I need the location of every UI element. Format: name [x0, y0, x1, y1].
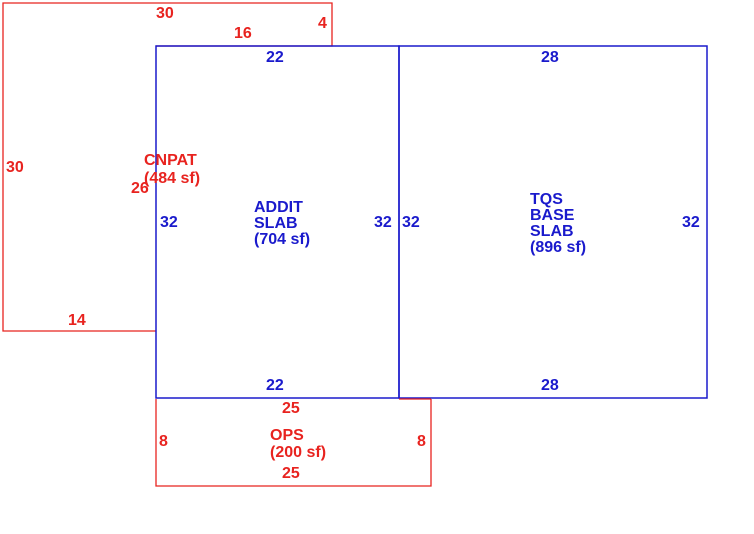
tqs-dim-left: 32: [402, 214, 420, 231]
tqs-dim-right: 32: [682, 214, 700, 231]
addit-dim-top: 22: [266, 49, 284, 66]
addit-size: (704 sf): [254, 231, 311, 248]
ops-dim-top: 25: [282, 400, 300, 417]
ops-name: OPS: [270, 427, 304, 444]
ops-outline: [155, 399, 432, 487]
tqs-line1: TQS: [530, 191, 563, 208]
tqs-base-slab-outline: [398, 45, 708, 399]
addit-dim-bottom: 22: [266, 377, 284, 394]
tqs-area-label: TQS BASE SLAB (896 sf): [530, 192, 586, 256]
cnpat-dim-bottom: 14: [68, 312, 86, 329]
tqs-size: (896 sf): [530, 239, 587, 256]
tqs-line3: SLAB: [530, 223, 574, 240]
cnpat-dim-top-inner: 16: [234, 25, 252, 42]
addit-dim-left: 32: [160, 214, 178, 231]
addit-line1: ADDIT: [254, 199, 303, 216]
cnpat-name: CNPAT: [144, 152, 197, 169]
tqs-dim-top: 28: [541, 49, 559, 66]
ops-area-label: OPS (200 sf): [270, 428, 326, 461]
ops-dim-right: 8: [417, 433, 426, 450]
cnpat-dim-top-right: 4: [318, 15, 327, 32]
ops-dim-left: 8: [159, 433, 168, 450]
cnpat-size: (484 sf): [144, 170, 201, 187]
cnpat-area-label: CNPAT (484 sf): [144, 153, 200, 187]
addit-area-label: ADDIT SLAB (704 sf): [254, 200, 310, 248]
tqs-line2: BASE: [530, 207, 575, 224]
tqs-dim-bottom: 28: [541, 377, 559, 394]
ops-size: (200 sf): [270, 444, 327, 461]
addit-dim-right: 32: [374, 214, 392, 231]
cnpat-dim-top: 30: [156, 5, 174, 22]
ops-dim-bottom: 25: [282, 465, 300, 482]
cnpat-dim-right: 26: [131, 180, 149, 197]
cnpat-dim-left: 30: [6, 159, 24, 176]
addit-line2: SLAB: [254, 215, 298, 232]
